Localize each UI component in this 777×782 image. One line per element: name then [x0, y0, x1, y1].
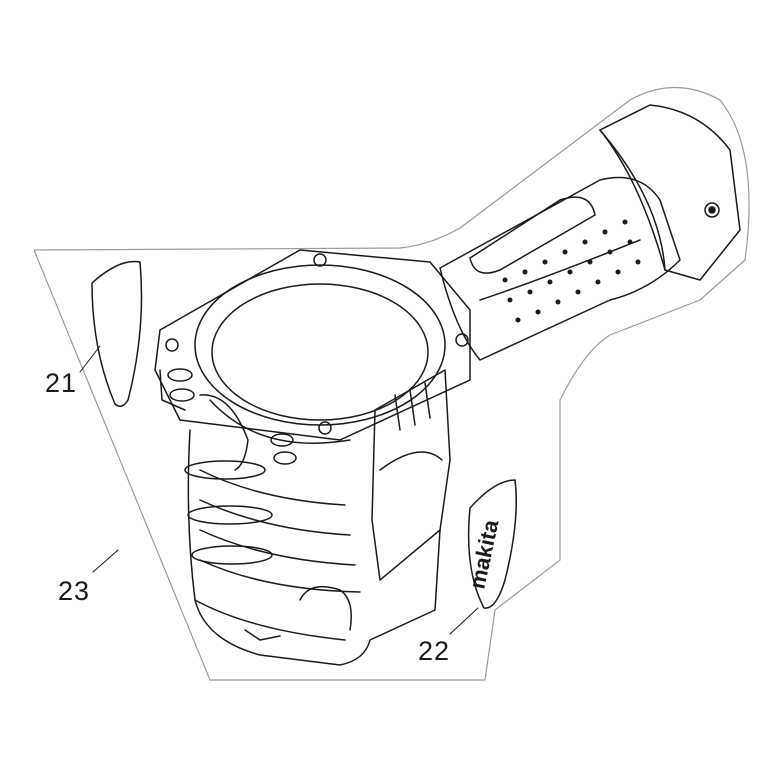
grip-dimples	[502, 219, 641, 323]
part-22-shape	[467, 479, 517, 609]
part-21-label: 21	[45, 368, 78, 398]
end-cap	[599, 104, 741, 281]
part-23-label: 23	[58, 576, 91, 606]
part-22-label: 22	[418, 636, 451, 666]
assembly-outline	[33, 86, 750, 681]
housing-flange	[154, 249, 471, 471]
housing-body	[184, 429, 441, 666]
housing-side-rib	[371, 369, 451, 581]
part-21-shape	[91, 260, 143, 407]
badge-logo-text: makita	[464, 517, 503, 591]
handle-grip	[439, 176, 681, 361]
part-21-leader	[79, 345, 101, 373]
part-23-leader	[92, 549, 119, 573]
part-22-leader	[449, 607, 479, 635]
